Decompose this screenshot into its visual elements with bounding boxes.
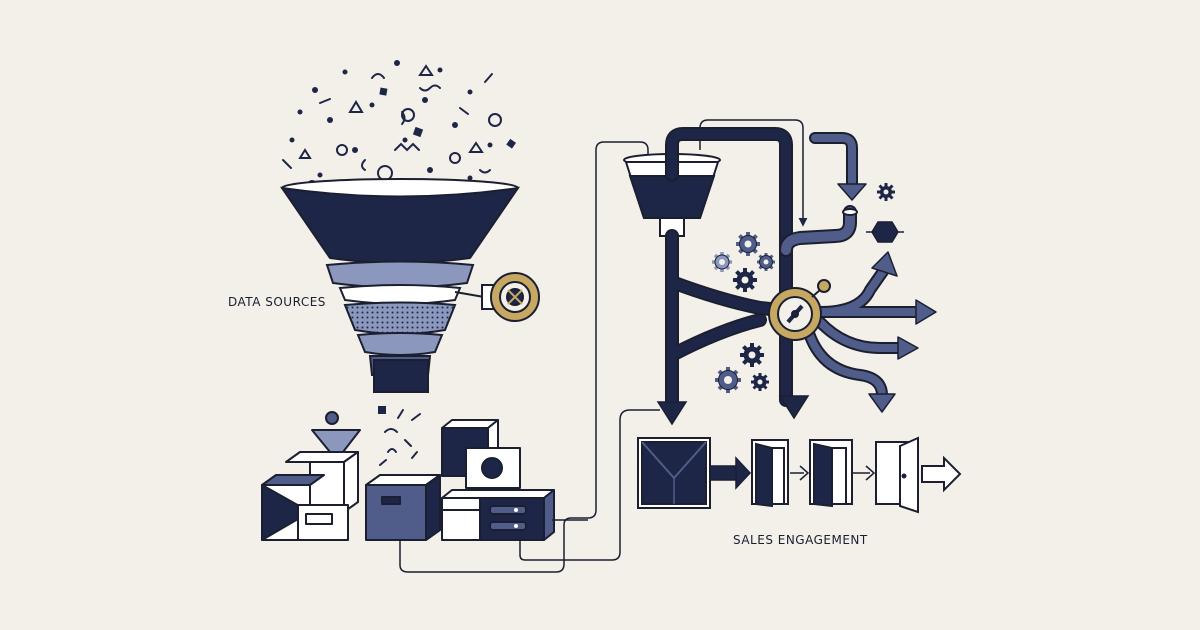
lens-dial-icon: [454, 272, 540, 322]
connector-lines: [399, 119, 808, 573]
door-icon: [751, 439, 789, 508]
output-branch-arrows: [802, 251, 937, 413]
arrow-down-icon: [656, 395, 810, 426]
particle-cloud-icon: [282, 60, 516, 191]
gear-icon: [736, 232, 760, 256]
hexagon-icon: [866, 221, 904, 243]
inbox-box-icon: [637, 437, 711, 509]
gear-icon: [751, 373, 769, 391]
gear-icon: [712, 252, 732, 272]
arrow-right-icon: [709, 456, 752, 490]
arrow-right-icon: [852, 465, 876, 481]
arrow-right-icon: [921, 455, 962, 493]
gear-icon: [740, 343, 764, 367]
particle-stream-icon: [378, 406, 421, 466]
collector-cup-icon: [623, 153, 721, 237]
arrow-right-icon: [790, 465, 810, 481]
gear-icon: [757, 253, 775, 271]
pipe-network: [665, 127, 858, 412]
gear-icon: [877, 183, 895, 201]
sales-engagement-label: SALES ENGAGEMENT: [733, 533, 868, 547]
gear-icon: [733, 268, 757, 292]
branch-arrows-icon: [809, 132, 867, 201]
funnel-icon: [279, 178, 521, 393]
server-box-icon: [261, 411, 555, 541]
door-icon: [875, 436, 919, 514]
compass-dial-icon: [768, 279, 831, 341]
data-sources-label: DATA SOURCES: [228, 295, 326, 309]
gear-icon: [715, 367, 741, 393]
gear-cluster: [712, 232, 775, 393]
door-icon: [809, 439, 853, 508]
